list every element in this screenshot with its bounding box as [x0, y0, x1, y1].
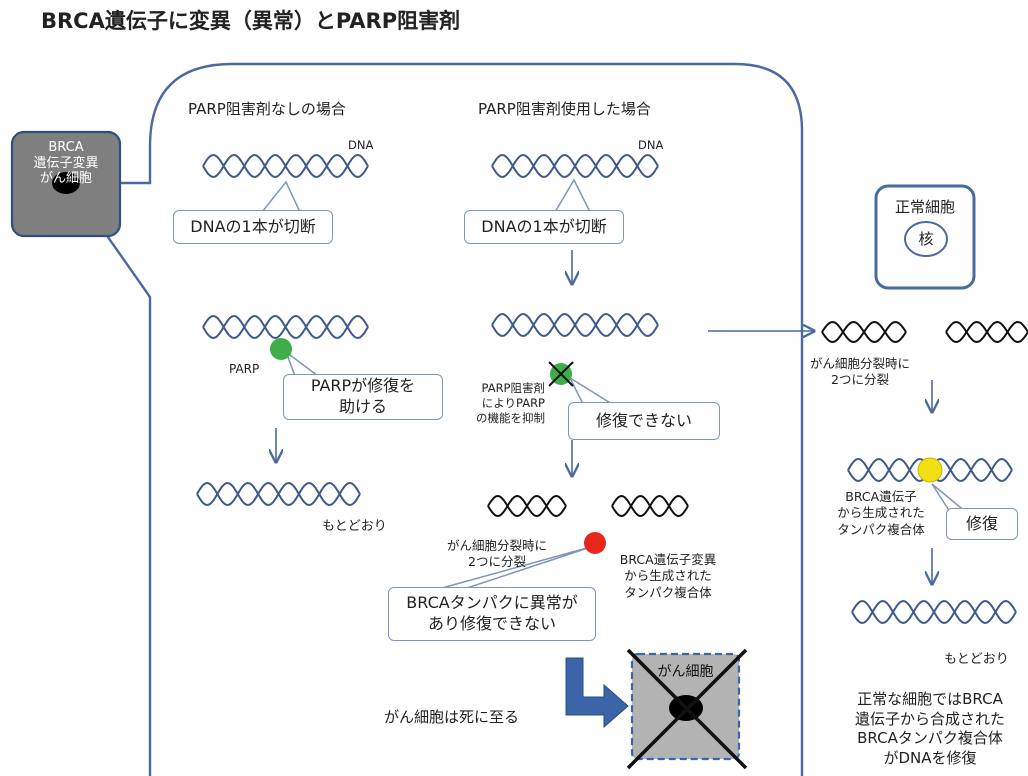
brca-cell-line2: 遺伝子変異	[33, 155, 99, 171]
right-restored: もとどおり	[944, 652, 1009, 667]
brca-cell-nucleus	[52, 172, 80, 194]
dna-strands	[196, 154, 1028, 624]
left-break-callout: DNAの1本が切断	[173, 210, 333, 244]
inhibit-line2: によりPARP	[481, 395, 545, 410]
abnormal-brca-protein	[584, 532, 606, 554]
right-division-line1: がん細胞分裂時に	[809, 356, 910, 371]
brca-complex-line2: から生成された	[624, 568, 712, 584]
right-division-line2: 2つに分裂	[831, 372, 889, 388]
middle-heading: PARP阻害剤使用した場合	[478, 100, 651, 118]
middle-division-label: がん細胞分裂時に 2つに分裂	[422, 538, 572, 571]
inhibit-line3: の機能を抑制	[476, 410, 545, 425]
left-heading: PARP阻害剤なしの場合	[188, 100, 346, 118]
dna-helix-left-bottom	[196, 482, 361, 506]
cannot-repair-callout: 修復できない	[568, 402, 720, 440]
brca-complex-label: BRCA遺伝子変異 から生成された タンパク複合体	[608, 552, 728, 601]
page-title: BRCA遺伝子に変異（異常）とPARP阻害剤	[41, 9, 461, 33]
dead-cell-label: がん細胞	[657, 664, 714, 680]
parp-repair-line2: 助ける	[338, 397, 387, 416]
left-restored: もとどおり	[322, 519, 387, 534]
brca-cell-line1: BRCA	[48, 140, 84, 155]
brca-cell-label: BRCA 遺伝子変異 がん細胞	[12, 140, 120, 187]
flow-arrows	[276, 250, 932, 584]
middle-break-callout: DNAの1本が切断	[464, 210, 624, 244]
abnormal-line2: あり修復できない	[427, 614, 556, 633]
dna-helix-right-restored	[851, 600, 1017, 624]
right-complex-line3: タンパク複合体	[837, 521, 925, 537]
inhibit-line1: PARP阻害剤	[481, 381, 546, 395]
summary-text: 正常な細胞ではBRCA 遺伝子から合成された BRCAタンパク複合体 がDNAを…	[830, 690, 1028, 768]
repair-callout: 修復	[946, 508, 1018, 540]
middle-division-line2: 2つに分裂	[468, 554, 526, 570]
middle-division-line1: がん細胞分裂時に	[446, 538, 547, 553]
parp-label: PARP	[229, 362, 260, 376]
parp-repair-line1: PARPが修復を	[310, 376, 416, 396]
abnormal-line1: BRCAタンパクに異常が	[406, 593, 578, 613]
dna-helix-left-mid	[202, 315, 369, 339]
right-division-label: がん細胞分裂時に 2つに分裂	[795, 356, 925, 389]
inhibit-label: PARP阻害剤 によりPARP の機能を抑制	[430, 381, 545, 426]
dna-split-right-a	[821, 320, 907, 344]
middle-dna-label: DNA	[638, 138, 664, 152]
brca-complex-line3: タンパク複合体	[624, 584, 712, 600]
right-complex-label: BRCA遺伝子 から生成された タンパク複合体	[826, 489, 936, 538]
right-complex-line1: BRCA遺伝子	[845, 489, 917, 504]
nucleus-label: 核	[918, 230, 934, 248]
dna-split-right-b	[945, 320, 1028, 344]
left-dna-label: DNA	[348, 138, 374, 152]
normal-cell-label: 正常細胞	[894, 198, 955, 216]
brca-complex-line1: BRCA遺伝子変異	[619, 552, 717, 567]
bent-arrow	[565, 657, 629, 729]
parp-repair-callout: PARPが修復を 助ける	[283, 374, 443, 420]
dna-helix-left-top	[202, 154, 369, 178]
abnormal-callout: BRCAタンパクに異常が あり修復できない	[388, 587, 596, 641]
brca-repair-complex	[917, 457, 943, 483]
parp-enzyme	[270, 338, 292, 360]
normal-cell-nucleus	[904, 221, 948, 257]
cell-death-label: がん細胞は死に至る	[384, 708, 520, 726]
summary-line4: がDNAを修復	[883, 748, 977, 767]
summary-line1: 正常な細胞ではBRCA	[857, 690, 1003, 708]
right-complex-line2: から生成された	[837, 505, 925, 521]
death-cross	[626, 648, 748, 770]
summary-line2: 遺伝子から合成された	[854, 709, 1005, 728]
summary-line3: BRCAタンパク複合体	[857, 729, 1003, 747]
dna-split-mid-b	[611, 494, 689, 518]
dna-helix-mid-top	[491, 154, 659, 178]
dna-helix-mid-mid	[491, 313, 659, 337]
brca-cell-line3: がん細胞	[39, 171, 92, 187]
dna-split-mid-a	[487, 494, 567, 518]
inhibition-cross	[548, 361, 574, 387]
